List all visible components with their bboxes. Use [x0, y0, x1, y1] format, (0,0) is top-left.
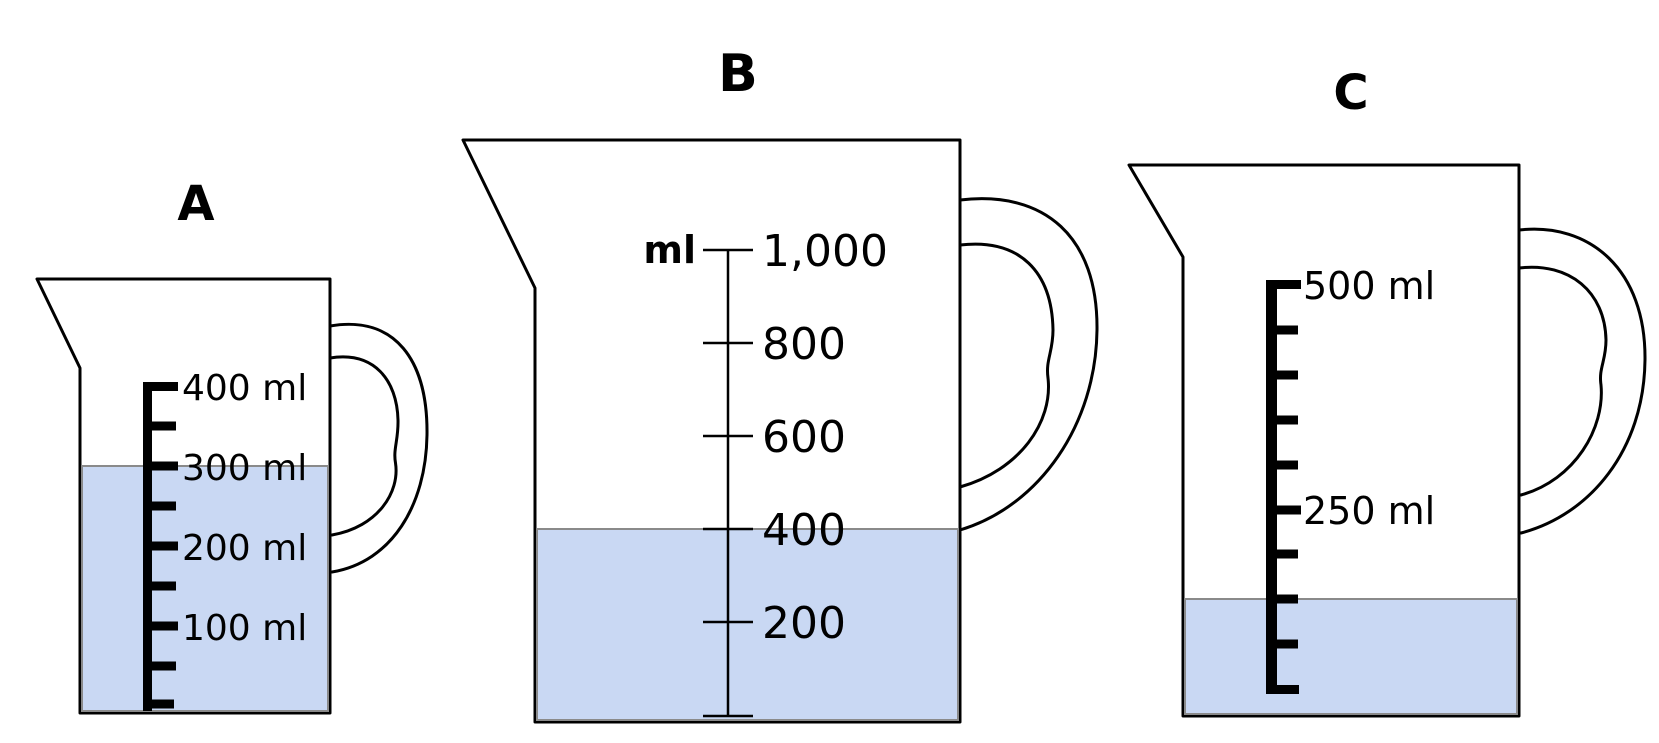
jug-c-water — [1184, 598, 1518, 715]
jug-b-scale — [703, 248, 753, 718]
jug-c-tick-400 — [1274, 370, 1298, 380]
jug-a-tick-0 — [150, 699, 174, 709]
jug-c-scale-bar — [1266, 280, 1277, 694]
jug-c: C 500 ml 250 ml — [1127, 65, 1647, 718]
jug-c-tick-200 — [1274, 549, 1298, 559]
jug-c-tick-50 — [1274, 685, 1299, 694]
jug-a-tick-250 — [150, 501, 176, 511]
jug-a-letter: A — [177, 176, 214, 232]
jug-a-handle-inner-line — [328, 355, 400, 537]
jug-c-scale-labels: 500 ml 250 ml — [1303, 264, 1435, 533]
jug-c-letter: C — [1333, 65, 1368, 121]
jug-a-handle-outer-line — [328, 323, 429, 574]
jug-c-tick-300 — [1274, 460, 1298, 470]
jug-a-tick-label-200ml: 200 ml — [182, 528, 307, 569]
jug-c-tick-350 — [1274, 415, 1298, 425]
jug-c-scale — [1266, 280, 1301, 694]
jug-c-tick-150 — [1274, 594, 1298, 604]
jug-c-tick-100 — [1274, 639, 1298, 649]
jug-b: B ml 1,000 800 600 400 200 — [461, 44, 1099, 724]
jug-b-tick-label-1000: 1,000 — [762, 226, 888, 277]
jug-a-tick-50 — [150, 661, 176, 671]
jug-c-tick-500 — [1274, 280, 1301, 289]
jug-a-tick-300 — [150, 461, 178, 471]
jug-b-handle-outer-line — [958, 197, 1099, 532]
jug-a-scale-labels: 400 ml 300 ml 200 ml 100 ml — [182, 368, 307, 649]
jug-b-tick-label-600: 600 — [762, 412, 846, 463]
jug-a-tick-label-400ml: 400 ml — [182, 368, 307, 409]
jug-a-tick-100 — [150, 621, 178, 631]
jug-c-tick-250 — [1274, 505, 1301, 515]
jug-a-tick-400 — [150, 382, 178, 391]
jug-a: A 400 ml 300 ml 200 ml — [35, 176, 429, 715]
jug-a-tick-150 — [150, 581, 176, 591]
jug-c-handle-inner-line — [1517, 265, 1608, 497]
jug-a-scale — [143, 382, 178, 711]
jug-c-body — [1127, 163, 1521, 718]
jug-b-tick-label-200: 200 — [762, 598, 846, 649]
jug-c-tick-label-250ml: 250 ml — [1303, 489, 1435, 533]
jug-a-water — [81, 465, 329, 712]
jug-b-tick-label-800: 800 — [762, 319, 846, 370]
jug-c-tick-label-500ml: 500 ml — [1303, 264, 1435, 308]
jug-c-handle-outer-line — [1517, 227, 1647, 535]
jug-a-scale-bar — [143, 382, 152, 711]
jug-a-tick-350 — [150, 421, 176, 431]
jug-b-unit-label: ml — [643, 228, 696, 272]
jug-b-scale-labels: ml 1,000 800 600 400 200 — [643, 226, 888, 649]
jug-b-tick-label-400: 400 — [762, 505, 846, 556]
jug-a-tick-label-300ml: 300 ml — [182, 448, 307, 489]
jug-a-tick-200 — [150, 541, 178, 551]
jug-a-tick-label-100ml: 100 ml — [182, 608, 307, 649]
jug-c-tick-450 — [1274, 325, 1298, 335]
jug-b-letter: B — [718, 44, 758, 104]
jug-b-water — [536, 528, 959, 721]
jug-b-handle-inner-line — [958, 242, 1055, 489]
